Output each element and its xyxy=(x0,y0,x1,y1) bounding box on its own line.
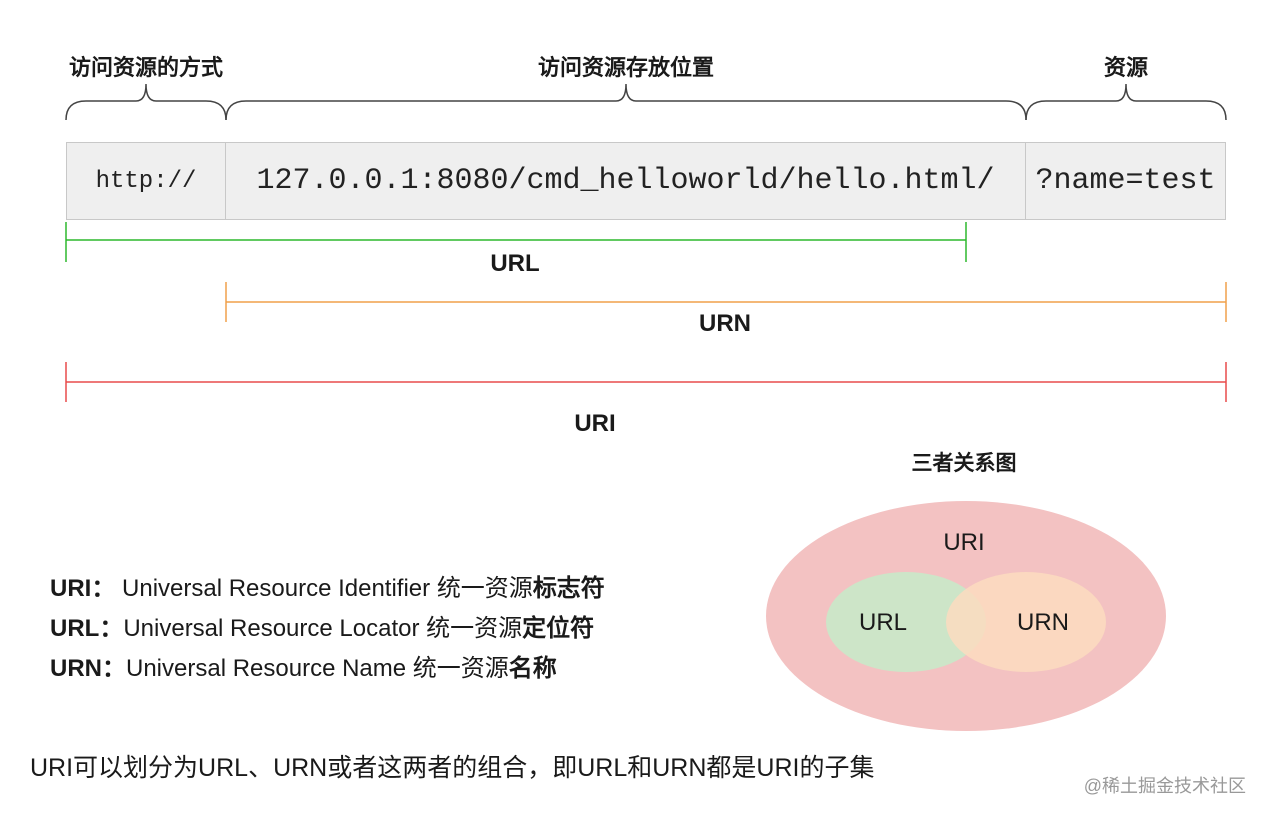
definition-text: Universal Resource Identifier 统一资源 xyxy=(115,575,533,602)
location-brace-path xyxy=(225,83,1027,121)
definition-text: Universal Resource Name 统一资源 xyxy=(126,655,509,682)
venn-url-label: URL xyxy=(858,609,907,636)
venn-uri-label: URI xyxy=(943,529,985,556)
definition-text: Universal Resource Locator 统一资源 xyxy=(123,615,523,642)
uri-range-label: URI xyxy=(574,410,616,437)
definition-emphasis: 标志符 xyxy=(532,575,605,602)
venn-urn-label: URN xyxy=(1017,609,1069,636)
definition-uri: URI： Universal Resource Identifier 统一资源标… xyxy=(50,568,605,603)
url-example-box: http:// 127.0.0.1:8080/cmd_helloworld/he… xyxy=(66,142,1226,220)
urn-ellipse xyxy=(946,572,1106,672)
definition-emphasis: 名称 xyxy=(508,655,557,682)
watermark: @稀土掘金技术社区 xyxy=(1083,776,1246,796)
scheme-brace-path xyxy=(65,83,227,121)
definition-term: URI： xyxy=(50,575,116,602)
definition-emphasis: 定位符 xyxy=(522,615,595,642)
urn-range-line xyxy=(225,282,1227,322)
resource-header: 资源 xyxy=(1103,55,1148,80)
location-header: 访问资源存放位置 xyxy=(537,55,714,80)
definition-url: URL：Universal Resource Locator 统一资源定位符 xyxy=(50,608,594,643)
definition-urn: URN：Universal Resource Name 统一资源名称 xyxy=(50,648,557,683)
url-query-segment: ?name=test xyxy=(1026,142,1226,220)
uri-range-line xyxy=(65,362,1227,402)
scheme-header: 访问资源的方式 xyxy=(68,55,223,80)
url-range-line xyxy=(65,222,967,262)
definition-term: URN： xyxy=(50,655,126,682)
venn-title: 三者关系图 xyxy=(911,452,1017,475)
resource-brace-path xyxy=(1025,83,1227,121)
url-scheme-segment: http:// xyxy=(66,142,226,220)
subset-note: URI可以划分为URL、URN或者这两者的组合，即URL和URN都是URI的子集 xyxy=(30,754,875,782)
url-range-label: URL xyxy=(490,250,540,277)
urn-range-label: URN xyxy=(699,310,751,337)
url-path-segment: 127.0.0.1:8080/cmd_helloworld/hello.html… xyxy=(226,142,1026,220)
definition-term: URL： xyxy=(50,615,124,642)
url-ellipse xyxy=(826,572,986,672)
